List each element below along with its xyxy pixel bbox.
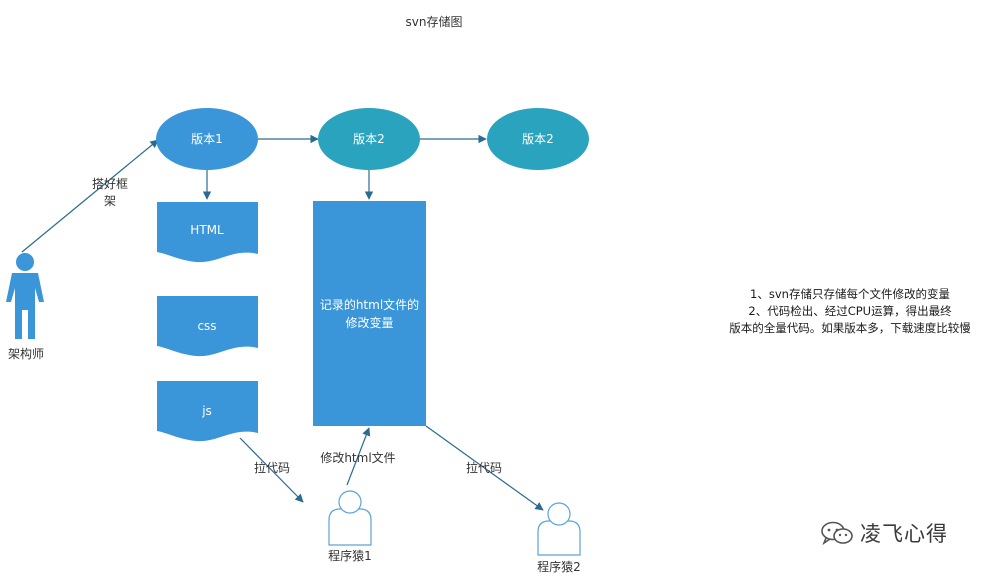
edge-label-modify: 修改html文件 (320, 450, 395, 465)
edge-label-pull1: 拉代码 (254, 460, 290, 475)
user-outline-icon (328, 490, 372, 546)
node-version2: 版本2 (318, 108, 420, 170)
edge-label-setup-line2: 架 (104, 194, 116, 208)
edge-programmer1-to-record (346, 427, 371, 486)
node-record-box: 记录的html文件的 修改变量 (313, 201, 426, 426)
node-version2b: 版本2 (487, 108, 589, 170)
node-architect-label: 架构师 (8, 346, 44, 361)
edge-label-pull2: 拉代码 (466, 460, 502, 475)
node-programmer1-label: 程序猿1 (328, 548, 372, 563)
node-version1: 版本1 (156, 108, 258, 170)
node-version2b-label: 版本2 (522, 132, 554, 146)
node-programmer2-label: 程序猿2 (537, 559, 581, 574)
node-css-document: css (157, 296, 258, 357)
person-icon (6, 253, 44, 339)
node-version1-label: 版本1 (191, 132, 223, 146)
node-html-label: HTML (190, 223, 224, 237)
node-record-label-line2: 修改变量 (345, 315, 393, 330)
notes-line-3: 版本的全量代码。如果版本多，下载速度比较慢 (729, 321, 971, 335)
node-architect: 架构师 (6, 253, 44, 361)
watermark: 凌飞心得 (820, 518, 948, 548)
edge-label-setup-line1: 搭好框 (92, 177, 128, 191)
node-programmer2: 程序猿2 (537, 502, 581, 574)
diagram-title: svn存储图 (406, 14, 463, 29)
node-record-label-line1: 记录的html文件的 (320, 297, 419, 312)
notes-line-1: 1、svn存储只存储每个文件修改的变量 (750, 287, 950, 301)
wechat-icon (821, 521, 853, 546)
node-css-label: css (197, 319, 216, 333)
node-html-document: HTML (157, 202, 258, 263)
node-programmer1: 程序猿1 (328, 490, 372, 563)
edge-js-to-programmer1 (239, 437, 304, 503)
watermark-text: 凌飞心得 (860, 522, 948, 546)
user-outline-icon (537, 502, 581, 556)
notes-block: 1、svn存储只存储每个文件修改的变量 2、代码检出、经过CPU运算，得出最终 … (700, 286, 1000, 337)
node-version2-label: 版本2 (353, 132, 385, 146)
edge-architect-to-version1 (21, 139, 159, 253)
edge-record-to-programmer2 (425, 425, 544, 511)
node-js-document: js (157, 381, 258, 442)
notes-line-2: 2、代码检出、经过CPU运算，得出最终 (748, 304, 952, 318)
node-js-label: js (201, 404, 212, 418)
